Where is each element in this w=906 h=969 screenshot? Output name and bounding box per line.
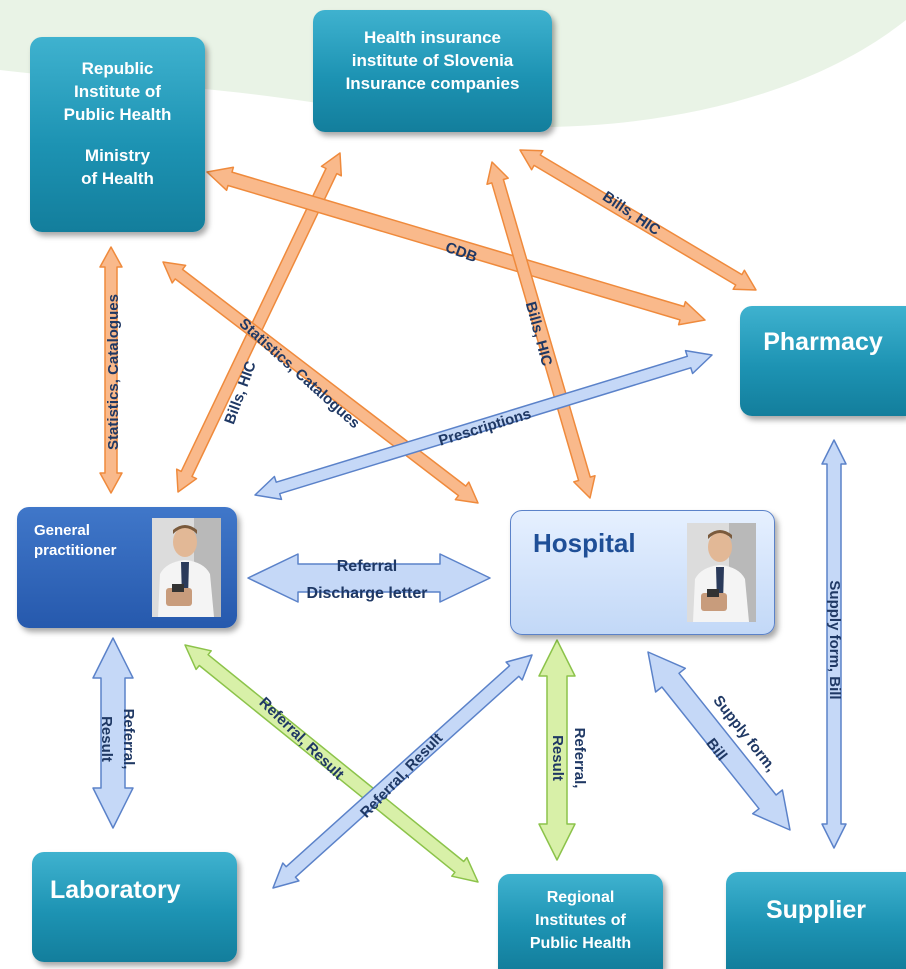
node-health-insurance: Health insurance institute of Slovenia I… — [313, 10, 552, 132]
edge-label-gp-hospital-2: Discharge letter — [307, 585, 428, 602]
arrow-ministry-pharmacy — [206, 166, 706, 326]
edge-label-gp-lab-1: Referral, — [120, 709, 137, 770]
edge-label-hospital-regional-1: Referral, — [571, 728, 588, 789]
arrow-insurance-pharmacy — [519, 149, 757, 291]
node-gp-line2: practitioner — [34, 542, 117, 559]
node-gp-line1: General — [34, 522, 90, 539]
node-supplier: Supplier — [726, 872, 906, 969]
edge-label-hospital-lab: Referral, Result — [357, 730, 446, 822]
node-ministry-line3: Public Health — [63, 105, 172, 124]
arrows-layer — [92, 149, 847, 889]
arrow-gp-regional — [184, 644, 479, 883]
node-laboratory-label: Laboratory — [50, 876, 181, 904]
node-insurance-line3: Insurance companies — [345, 74, 520, 93]
node-insurance-line1: Health insurance — [364, 28, 501, 47]
node-hospital: Hospital — [510, 510, 775, 635]
node-pharmacy: Pharmacy — [740, 306, 906, 416]
node-insurance-line2: institute of Slovenia — [351, 51, 514, 70]
arrow-hospital-lab — [272, 654, 533, 889]
arrow-gp-lab — [92, 637, 134, 829]
edge-label-insurance-hospital: Bills, HIC — [522, 300, 556, 368]
arrow-gp-pharmacy — [254, 349, 713, 501]
node-supplier-label: Supplier — [765, 896, 866, 924]
edge-label-gp-pharmacy: Prescriptions — [437, 405, 534, 449]
arrow-gp-ministry — [99, 246, 123, 494]
node-regional-line1: Regional — [546, 889, 615, 906]
node-regional-line3: Public Health — [529, 935, 632, 952]
arrow-pharmacy-supplier — [821, 439, 847, 849]
edge-label-ministry-pharmacy: CDB — [443, 239, 480, 266]
node-regional-line2: Institutes of — [535, 912, 626, 929]
arrow-hospital-supplier — [647, 651, 791, 831]
arrow-gp-insurance — [175, 152, 343, 493]
edge-label-gp-ministry: Statistics, Catalogues — [105, 294, 122, 450]
edge-label-gp-lab-2: Result — [98, 716, 115, 762]
node-ministry-line5: of Health — [81, 169, 154, 188]
node-ministry-line4: Ministry — [84, 146, 151, 165]
node-general-practitioner: General practitioner — [17, 507, 237, 628]
node-ministry-line2: Institute of — [74, 82, 161, 101]
doctor-photo — [152, 518, 221, 617]
arrow-ministry-hospital — [162, 261, 479, 504]
node-regional-institutes: Regional Institutes of Public Health — [498, 874, 663, 969]
node-hospital-label: Hospital — [533, 528, 636, 558]
arrow-hospital-regional — [538, 639, 576, 861]
edge-label-pharmacy-supplier: Supply form, Bill — [826, 580, 843, 699]
edge-label-gp-regional: Referral, Result — [256, 694, 348, 783]
node-laboratory: Laboratory — [32, 852, 237, 962]
edge-label-insurance-pharmacy: Bills, HIC — [599, 188, 663, 239]
arrow-gp-hospital — [247, 553, 491, 603]
arrow-insurance-hospital — [486, 161, 596, 499]
node-ministry-line1: Republic — [81, 59, 154, 78]
node-pharmacy-label: Pharmacy — [763, 328, 883, 356]
edge-label-gp-hospital-1: Referral — [337, 558, 397, 575]
doctor-photo — [687, 523, 756, 622]
edge-label-hospital-regional-2: Result — [549, 735, 566, 781]
node-ministry-of-health: Republic Institute of Public Health Mini… — [30, 37, 205, 232]
